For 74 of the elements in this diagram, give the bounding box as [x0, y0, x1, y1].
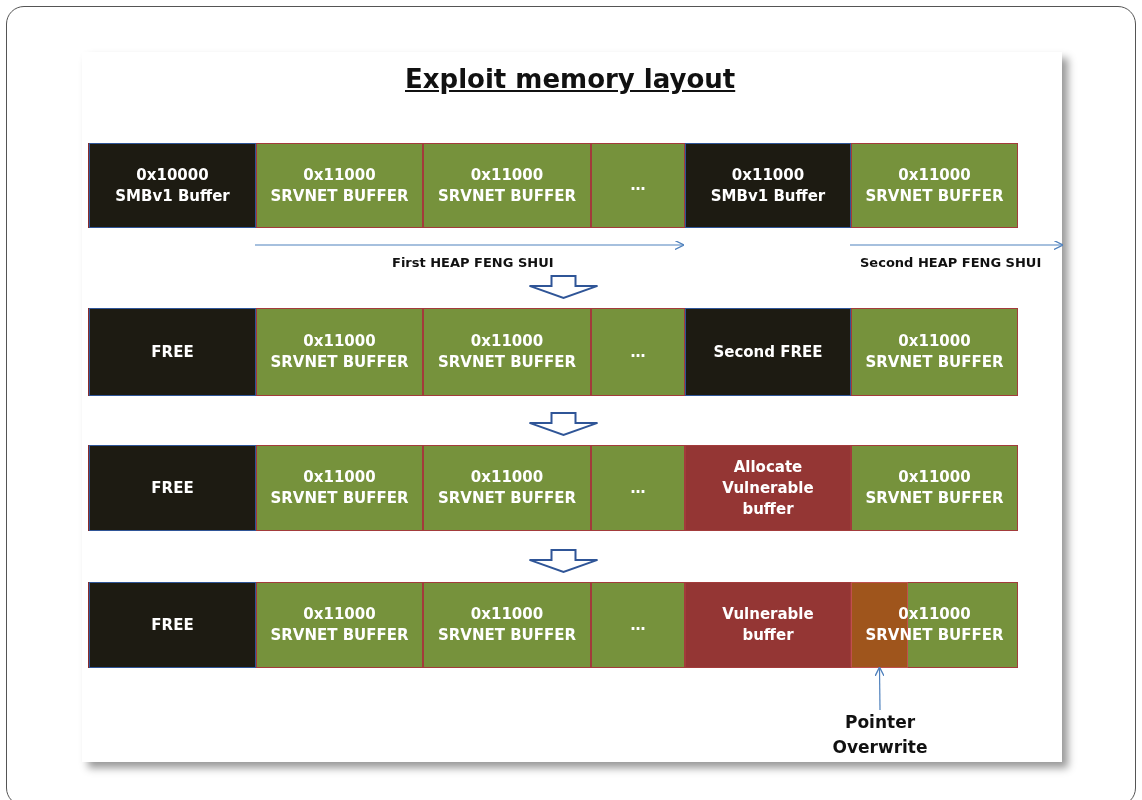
block-text: SRVNET BUFFER — [865, 352, 1004, 373]
block-text: 0x11000 — [303, 331, 376, 352]
block-text: Allocate Vulnerable buffer — [721, 456, 815, 520]
block-text: SRVNET BUFFER — [270, 352, 409, 373]
memory-block — [591, 582, 685, 668]
memory-block — [851, 445, 1018, 531]
block-text: SRVNET BUFFER — [270, 625, 409, 646]
block-text: 0x11000 — [470, 331, 544, 352]
block-arrow — [528, 549, 599, 574]
block-text: 0x11000 — [898, 604, 971, 625]
block-text: SRVNET BUFFER — [865, 625, 1004, 646]
block-text: SRVNET BUFFER — [270, 488, 409, 509]
memory-block — [851, 582, 1018, 668]
block-text: SRVNET BUFFER — [437, 488, 577, 509]
memory-block — [851, 308, 1018, 396]
block-text: 0x11000 — [898, 467, 971, 488]
memory-row — [88, 582, 1017, 668]
block-text: … — [630, 614, 646, 636]
block-text: SRVNET BUFFER — [270, 185, 409, 207]
block-text: SRVNET BUFFER — [865, 185, 1004, 207]
block-text: … — [630, 175, 646, 196]
memory-block — [591, 308, 685, 396]
block-arrow — [528, 275, 599, 300]
memory-block — [685, 582, 851, 668]
block-text: FREE — [151, 341, 194, 363]
block-text: 0x11000 — [470, 164, 544, 186]
block-text: 0x11000 — [303, 604, 376, 625]
memory-row — [88, 143, 1017, 228]
block-text: SRVNET BUFFER — [437, 625, 577, 646]
memory-block — [256, 308, 423, 396]
block-text: 0x11000 — [898, 164, 971, 186]
memory-block — [423, 308, 591, 396]
memory-block — [256, 445, 423, 531]
memory-block — [423, 445, 591, 531]
memory-block — [851, 143, 1018, 228]
memory-block — [685, 308, 851, 396]
memory-block — [89, 143, 256, 228]
block-text: 0x11000 — [731, 164, 805, 186]
block-text: 0x11000 — [303, 467, 376, 488]
block-text: SRVNET BUFFER — [437, 352, 577, 373]
block-text: 0x10000 — [136, 164, 209, 186]
block-text: SRVNET BUFFER — [437, 185, 577, 207]
block-text: SMBv1 Buffer — [710, 185, 826, 207]
block-text: … — [630, 477, 646, 499]
memory-row — [88, 308, 1017, 396]
block-text: … — [630, 341, 646, 363]
block-text: FREE — [151, 477, 194, 499]
leader-line — [874, 666, 885, 711]
range-label: Second HEAP FENG SHUI — [860, 255, 1042, 270]
block-text: Vulnerable buffer — [721, 604, 815, 646]
memory-block — [423, 582, 591, 668]
memory-block — [591, 143, 685, 228]
memory-row — [88, 445, 1017, 531]
memory-block — [591, 445, 685, 531]
memory-block — [256, 143, 423, 228]
memory-block — [685, 445, 851, 531]
memory-block — [423, 143, 591, 228]
block-text: 0x11000 — [470, 604, 544, 625]
block-text: 0x11000 — [303, 164, 376, 186]
title: Exploit memory layout — [405, 64, 736, 94]
block-text: 0x11000 — [898, 331, 971, 352]
range-label: First HEAP FENG SHUI — [392, 255, 554, 270]
block-text: Pointer Overwrite — [832, 712, 928, 757]
block-text: SMBv1 Buffer — [115, 185, 230, 207]
block-text: FREE — [151, 614, 194, 636]
block-text: 0x11000 — [470, 467, 544, 488]
memory-block — [89, 445, 256, 531]
memory-block — [89, 308, 256, 396]
block-text: SRVNET BUFFER — [865, 488, 1004, 509]
block-arrow — [528, 412, 599, 437]
memory-block — [685, 143, 851, 228]
memory-block — [89, 582, 256, 668]
block-text: Second FREE — [713, 341, 823, 363]
memory-block — [256, 582, 423, 668]
